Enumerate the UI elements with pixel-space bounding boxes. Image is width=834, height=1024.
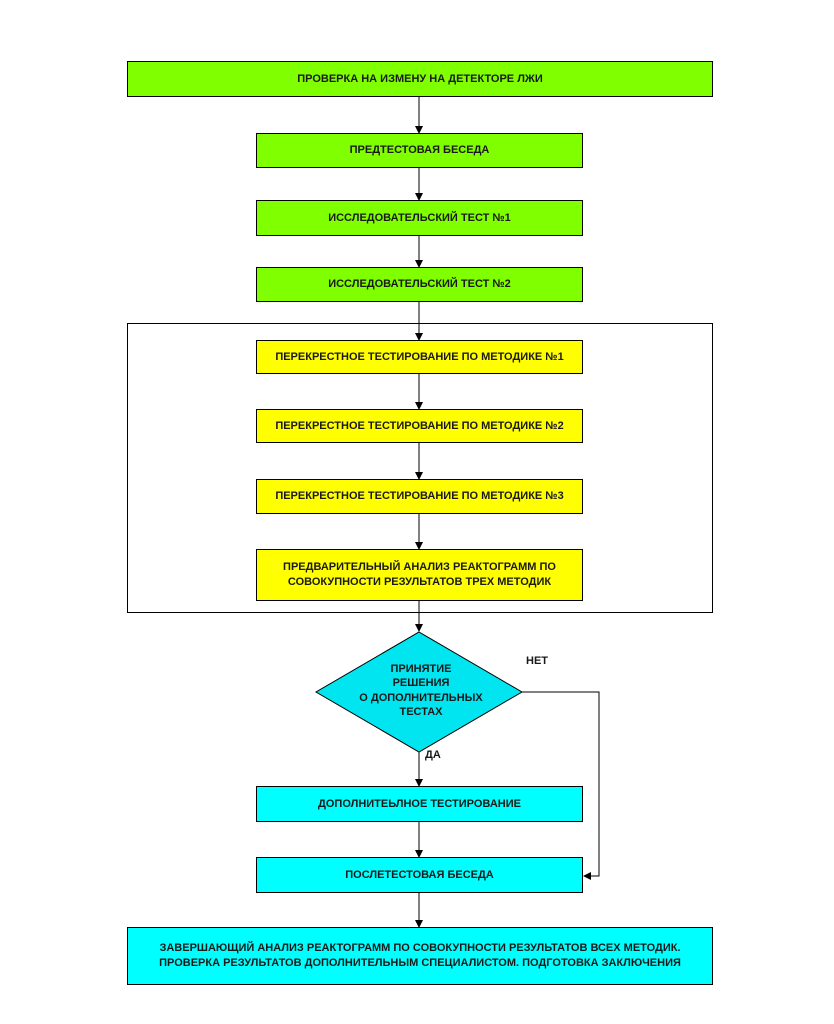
step-polygraph-check-label: ПРОВЕРКА НА ИЗМЕНУ НА ДЕТЕКТОРЕ ЛЖИ xyxy=(297,72,543,85)
step-research-test-1: ИССЛЕДОВАТЕЛЬСКИЙ ТЕСТ №1 xyxy=(256,200,583,236)
arrow-decision-no xyxy=(522,691,600,880)
step-additional-testing: ДОПОЛНИТЕЬЛНОЕ ТЕСТИРОВАНИЕ xyxy=(256,786,583,822)
cross-testing-frame xyxy=(127,323,713,613)
decision-diamond xyxy=(315,631,523,753)
step-cross-test-1-label: ПЕРЕКРЕСТНОЕ ТЕСТИРОВАНИЕ ПО МЕТОДИКЕ №1 xyxy=(275,350,564,363)
step-posttest-interview-label: ПОСЛЕТЕСТОВАЯ БЕСЕДА xyxy=(345,868,494,881)
decision-text: ПРИНЯТИЕ РЕШЕНИЯ О ДОПОЛНИТЕЛЬНЫХ ТЕСТАХ xyxy=(344,662,498,719)
decision-text-line3: О ДОПОЛНИТЕЛЬНЫХ xyxy=(359,691,483,704)
decision-text-line4: ТЕСТАХ xyxy=(399,705,443,718)
step-pretest-interview-label: ПРЕДТЕСТОВАЯ БЕСЕДА xyxy=(349,144,490,157)
step-polygraph-check: ПРОВЕРКА НА ИЗМЕНУ НА ДЕТЕКТОРЕ ЛЖИ xyxy=(127,61,713,97)
step-preliminary-analysis-line2: СОВОКУПНОСТИ РЕЗУЛЬТАТОВ ТРЕХ МЕТОДИК xyxy=(287,576,552,588)
step-preliminary-analysis: ПРЕДВАРИТЕЛЬНЫЙ АНАЛИЗ РЕАКТОГРАММ ПО СО… xyxy=(256,549,583,601)
decision-no-label: НЕТ xyxy=(526,655,548,667)
step-cross-test-2-label: ПЕРЕКРЕСТНОЕ ТЕСТИРОВАНИЕ ПО МЕТОДИКЕ №2 xyxy=(275,419,564,432)
step-research-test-2: ИССЛЕДОВАТЕЛЬСКИЙ ТЕСТ №2 xyxy=(256,267,583,302)
step-pretest-interview: ПРЕДТЕСТОВАЯ БЕСЕДА xyxy=(256,133,583,168)
step-posttest-interview: ПОСЛЕТЕСТОВАЯ БЕСЕДА xyxy=(256,857,583,893)
step-cross-test-3: ПЕРЕКРЕСТНОЕ ТЕСТИРОВАНИЕ ПО МЕТОДИКЕ №3 xyxy=(256,479,583,514)
step-research-test-1-label: ИССЛЕДОВАТЕЛЬСКИЙ ТЕСТ №1 xyxy=(328,211,511,224)
decision-text-line1: ПРИНЯТИЕ xyxy=(390,663,452,675)
decision-text-line2: РЕШЕНИЯ xyxy=(392,677,450,690)
step-preliminary-analysis-line1: ПРЕДВАРИТЕЛЬНЫЙ АНАЛИЗ РЕАКТОГРАММ ПО xyxy=(283,561,556,574)
step-final-analysis-line1: ЗАВЕРШАЮЩИЙ АНАЛИЗ РЕАКТОГРАММ ПО СОВОКУ… xyxy=(159,942,681,955)
step-final-analysis: ЗАВЕРШАЮЩИЙ АНАЛИЗ РЕАКТОГРАММ ПО СОВОКУ… xyxy=(127,927,713,985)
decision-yes-label: ДА xyxy=(425,749,441,761)
step-cross-test-1: ПЕРЕКРЕСТНОЕ ТЕСТИРОВАНИЕ ПО МЕТОДИКЕ №1 xyxy=(256,340,583,374)
step-research-test-2-label: ИССЛЕДОВАТЕЛЬСКИЙ ТЕСТ №2 xyxy=(328,278,511,291)
step-final-analysis-line2: ПРОВЕРКА РЕЗУЛЬТАТОВ ДОПОЛНИТЕЛЬНЫМ СПЕЦ… xyxy=(159,957,681,969)
step-additional-testing-label: ДОПОЛНИТЕЬЛНОЕ ТЕСТИРОВАНИЕ xyxy=(318,797,521,810)
step-cross-test-3-label: ПЕРЕКРЕСТНОЕ ТЕСТИРОВАНИЕ ПО МЕТОДИКЕ №3 xyxy=(275,490,564,503)
step-cross-test-2: ПЕРЕКРЕСТНОЕ ТЕСТИРОВАНИЕ ПО МЕТОДИКЕ №2 xyxy=(256,409,583,443)
